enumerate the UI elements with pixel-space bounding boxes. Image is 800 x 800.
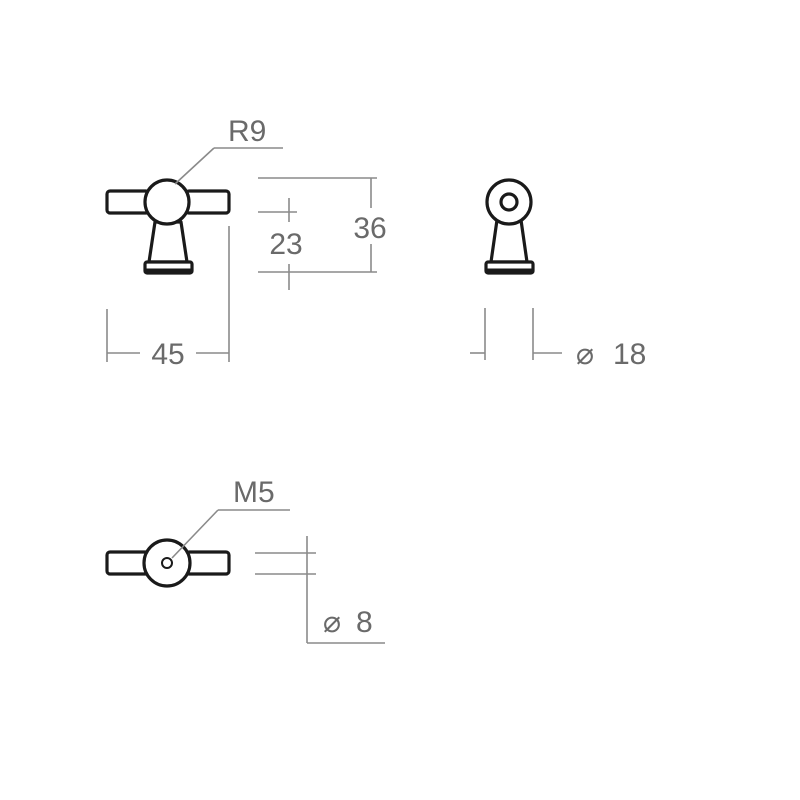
thread-leader [171,509,219,559]
width-label: 45 [151,338,184,371]
side-stem [489,218,529,264]
width-dimension: 45 [106,226,230,371]
top-bar-right [184,550,231,576]
bore-diameter-dimension: ⌀ 8 [255,536,385,644]
base-diameter-label: 18 [613,338,646,371]
top-view [105,538,231,588]
front-view [105,178,231,275]
base-diameter-symbol: ⌀ [576,338,594,371]
bore-diameter-symbol: ⌀ [323,606,341,639]
front-bar-right [184,189,231,215]
top-thread-hole [161,557,173,569]
thread-label: M5 [233,476,275,509]
side-bore [499,192,519,212]
side-view [484,178,535,275]
thread-callout: M5 [171,476,290,559]
base-diameter-dimension: ⌀ 18 [470,308,646,371]
height-dimensions: 36 23 [258,177,387,290]
radius-leader [174,147,215,185]
height-total-label: 36 [353,212,386,245]
radius-label: R9 [228,115,266,148]
front-bar-left [105,189,151,215]
side-base-rim [486,268,533,274]
radius-callout: R9 [174,115,283,185]
front-base-rim [145,268,192,274]
front-ball [143,178,191,226]
height-base-label: 23 [269,228,302,261]
bore-diameter-label: 8 [356,606,373,639]
front-stem [147,220,189,264]
